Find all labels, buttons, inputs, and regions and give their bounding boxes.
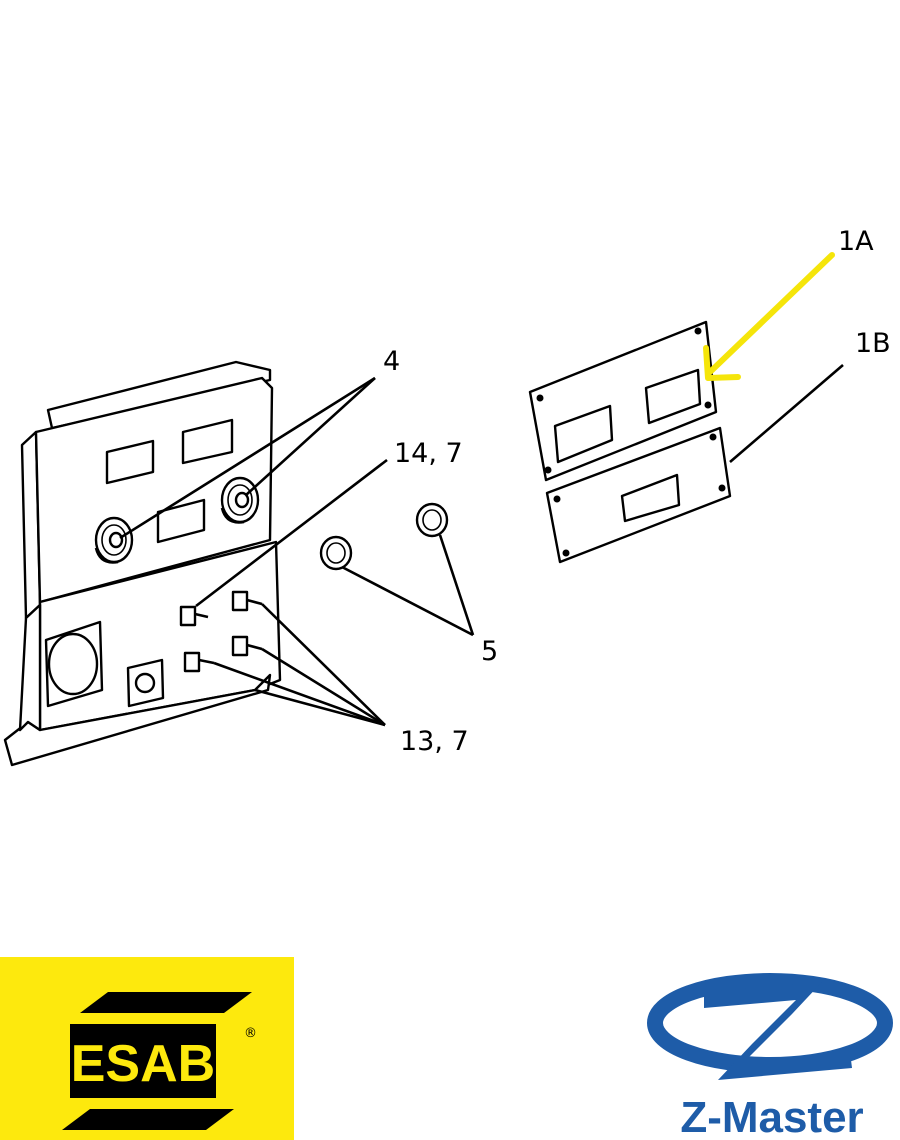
overlay-plate-1b <box>545 426 732 564</box>
esab-registered-mark: ® <box>244 1026 257 1041</box>
callout-14-7: 14, 7 <box>394 438 463 469</box>
display-window-right <box>181 418 234 465</box>
front-panel-assembly <box>3 360 282 767</box>
zmaster-logo-text: Z-Master <box>680 1093 863 1140</box>
callout-5: 5 <box>481 636 498 667</box>
knob-right <box>220 476 260 524</box>
zmaster-logo: Z-Master <box>647 973 893 1140</box>
display-window-center <box>156 498 206 544</box>
display-window-left <box>105 439 155 485</box>
callout-1b: 1B <box>855 328 891 359</box>
overlay-plate-1a <box>528 320 718 482</box>
highlight-arrow-shaft <box>707 252 835 375</box>
callout-1a: 1A <box>838 226 874 257</box>
highlight-arrow-head <box>703 345 741 381</box>
knob-left <box>94 516 134 564</box>
round-socket <box>44 620 104 708</box>
knob-cap-left <box>319 535 353 571</box>
esab-logo: ESAB ® <box>0 957 294 1140</box>
leader-lines <box>119 364 844 727</box>
switches <box>179 590 263 673</box>
square-socket <box>126 658 165 708</box>
callout-13-7: 13, 7 <box>400 726 469 757</box>
esab-logo-text: ESAB <box>71 1035 215 1093</box>
callout-4: 4 <box>383 346 400 377</box>
knob-cap-right <box>415 502 449 538</box>
highlight-arrow <box>703 252 835 381</box>
